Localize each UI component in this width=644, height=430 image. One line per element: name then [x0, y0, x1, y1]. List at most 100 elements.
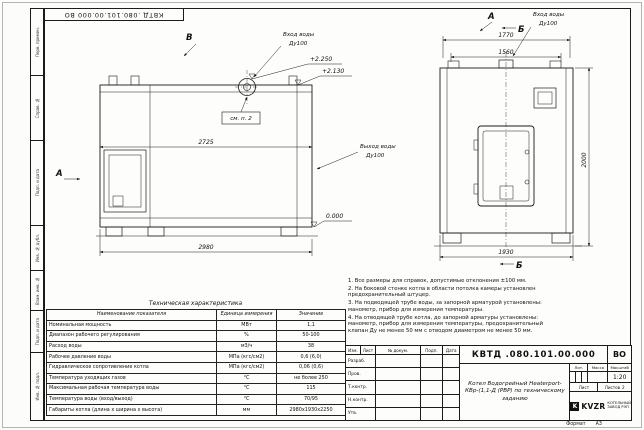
- role-name-cell: [376, 407, 421, 421]
- table-cell: Рабочее давление воды: [46, 351, 217, 363]
- company-logo-text: KVZR: [581, 401, 606, 411]
- sheet-label: Лист: [578, 384, 590, 390]
- role-date-cell: [443, 355, 459, 367]
- dim-1930: 1930: [498, 249, 513, 256]
- side-inlet-dn: Ду100: [288, 41, 308, 47]
- table-cell: %: [216, 330, 277, 342]
- side-view: [96, 70, 318, 237]
- company-cell: K KVZR КОТЕЛЬНЫЙ ЗАВОД РЭП: [570, 392, 631, 420]
- section-label-b-top: Б: [518, 25, 525, 35]
- section-label-b-bottom: Б: [516, 261, 523, 271]
- table-cell: 0,6 (6,0): [276, 351, 346, 363]
- role-date-cell: [443, 381, 459, 393]
- format-footer: Формат А3: [536, 422, 632, 427]
- meta-header-row: Лит. Масса Масштаб: [570, 364, 631, 372]
- role-sign-cell: [421, 355, 443, 368]
- table-cell: Диапазон рабочего регулирования: [46, 330, 217, 342]
- table-row: Диапазон рабочего регулирования%50-100: [46, 330, 346, 342]
- margin-cell: Перв. примен.: [31, 9, 43, 76]
- view-label-a-front: А: [487, 12, 495, 22]
- role-sign-cell: [421, 407, 443, 421]
- table-cell: МВт: [216, 319, 277, 332]
- hdr-cell: Дата: [445, 347, 457, 353]
- scale-value: 1:20: [612, 373, 627, 381]
- role-label: Разраб.: [346, 355, 376, 368]
- rotated-doc-stamp: КВТД .080.101.00.000 ВО: [44, 8, 184, 21]
- sheets-label: Листов: [604, 384, 621, 390]
- tech-table: Наименование показателя Единица измерени…: [46, 309, 346, 416]
- table-cell: 115: [276, 383, 346, 395]
- role-name-cell: [376, 394, 421, 407]
- table-cell: 70/95: [276, 393, 346, 406]
- company-name-line: КОТЕЛЬНЫЙ: [607, 401, 631, 406]
- role-sign-cell: [421, 368, 443, 381]
- company-name-line: ЗАВОД РЭП: [607, 405, 629, 409]
- role-row: Н.контр.: [346, 394, 460, 408]
- view-label-b: В: [186, 33, 192, 43]
- table-cell: °С: [216, 383, 277, 395]
- hdr-cell: № докум.: [376, 346, 421, 354]
- lit-cell: [582, 372, 589, 382]
- note-item: 1. Все размеры для справок, допустимые о…: [348, 278, 527, 284]
- table-cell: МПа (кгс/см2): [216, 361, 277, 374]
- table-cell: °С: [216, 393, 277, 406]
- role-date-cell: [443, 408, 459, 420]
- role-label: Пров.: [346, 368, 376, 381]
- sheet-cell: Лист: [570, 383, 599, 391]
- tech-header-cell: Значение: [276, 309, 346, 321]
- role-label: Т.контр.: [346, 381, 376, 394]
- role-row: Утв.: [346, 407, 459, 421]
- table-cell: Температура воды (вход/выход): [46, 393, 217, 406]
- note-item: 2. На боковой стенке котла в области пот…: [348, 285, 536, 299]
- margin-cell: Взам. инв. №: [31, 271, 43, 311]
- role-sign-cell: [421, 394, 443, 407]
- see-note-label: см. п. 2: [230, 116, 252, 122]
- front-inlet-dn: Ду100: [538, 21, 558, 27]
- tech-header-cell: Наименование показателя: [46, 309, 217, 321]
- doc-number-row: КВТД .080.101.00.000 ВО: [460, 346, 631, 364]
- note-item: 3. На подводящей трубе воды, за запорной…: [348, 300, 542, 313]
- tech-table-title: Техническая характеристика: [148, 300, 243, 307]
- product-title: Котел Водогрейный Heaterport- КВр-(1,1-Д…: [460, 364, 571, 420]
- margin-cell: Справ. №: [31, 76, 43, 141]
- mass-cell: [588, 372, 609, 382]
- table-cell: 1,1: [276, 319, 346, 332]
- role-date-cell: [443, 395, 459, 407]
- notes-block: 1. Все размеры для справок, допустимые о…: [348, 278, 561, 336]
- role-row: Разраб.: [346, 355, 460, 369]
- dim-2725: 2725: [198, 139, 213, 146]
- table-cell: Максимальная рабочая температура воды: [46, 383, 217, 395]
- doc-number: КВТД .080.101.00.000: [471, 349, 596, 360]
- table-cell: Расход воды: [46, 340, 217, 353]
- company-name: КОТЕЛЬНЫЙ ЗАВОД РЭП: [607, 401, 631, 410]
- margin-cell: Инв. № дубл.: [31, 226, 43, 271]
- hdr-cell: Лист: [361, 346, 376, 354]
- role-row: Т.контр.: [346, 381, 460, 395]
- hdr-cell: Изм.: [346, 346, 361, 354]
- level-mark-zero: 0.000: [326, 213, 343, 220]
- table-cell: Габариты котла (длина х ширина х высота): [46, 404, 217, 416]
- front-view: [434, 52, 582, 250]
- revision-header-row: Изм. Лист № докум. Подп. Дата: [346, 346, 460, 355]
- title-block-lower: Котел Водогрейный Heaterport- КВр-(1,1-Д…: [460, 364, 631, 420]
- table-row: Габариты котла (длина х ширина х высота)…: [46, 404, 346, 416]
- lit-cell: [570, 372, 577, 382]
- table-cell: не более 250: [276, 372, 346, 385]
- dim-1560: 1560: [498, 49, 513, 56]
- role-label: Утв.: [346, 407, 376, 421]
- role-row: Пров.: [346, 368, 460, 382]
- title-block-left: Изм. Лист № докум. Подп. Дата Разраб. Пр…: [346, 346, 461, 421]
- role-sign-cell: [421, 381, 443, 394]
- scale-label: Масштаб: [610, 365, 629, 370]
- role-name-cell: [376, 355, 421, 368]
- table-cell: 0,06 (0,6): [276, 361, 346, 374]
- front-inlet-label: Вход воды: [533, 12, 565, 18]
- role-name-cell: [376, 381, 421, 394]
